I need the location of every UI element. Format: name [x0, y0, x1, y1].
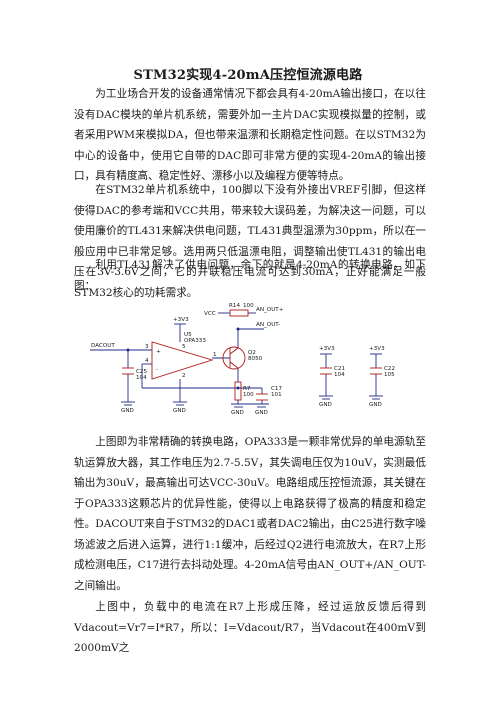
pin2-label: 2	[182, 373, 186, 379]
op-amp-plus-sign: +	[156, 349, 161, 355]
gnd-label: GND	[231, 410, 244, 416]
u5-part: OPA333	[184, 338, 206, 344]
op-amp-supply-label: +3V3	[173, 317, 189, 323]
paragraph-transition: 利用TL431解决了供电问题，余下的就是4-20mA的转换电路，如下图：	[74, 259, 426, 292]
paragraph-formula: 上图中，负载中的电流在R7上形成压降，经过运放反馈后得到Vdacout=Vr7=…	[74, 601, 426, 654]
gnd-label: GND	[319, 402, 332, 408]
c21-value: 104	[334, 372, 345, 378]
u5-ref: U5	[184, 332, 192, 338]
r7-ref: R7	[243, 386, 251, 392]
r14-value: 100	[243, 303, 254, 309]
gnd-label: GND	[255, 410, 268, 416]
circuit-schematic: DACOUT VCC R14 100 AN_OUT+ AN_OUT- +3V3 …	[90, 303, 395, 416]
pin3-label: 3	[145, 344, 149, 350]
paragraph-circuit-explanation: 上图即为非常精确的转换电路，OPA333是一颗非常优异的单电源轨至轨运算放大器，…	[74, 436, 426, 592]
c25-value: 104	[136, 375, 147, 381]
c17-ref: C17	[271, 386, 282, 392]
r14-ref: R14	[229, 303, 240, 309]
pin4-label: 4	[145, 358, 149, 364]
document-title: STM32实现4-20mA压控恒流源电路	[133, 68, 363, 83]
q2-ref: Q2	[248, 350, 256, 356]
c21-supply-label: +3V3	[319, 346, 335, 352]
r7-value: 100	[243, 392, 254, 398]
net-an-out-minus-label: AN_OUT-	[256, 322, 280, 328]
paragraph-vref: 在STM32单片机系统中，100脚以下没有外接出VREF引脚，但这样使得DAC的…	[74, 184, 426, 299]
c17-value: 101	[271, 392, 282, 398]
net-dacout-label: DACOUT	[91, 343, 115, 349]
gnd-label: GND	[369, 402, 382, 408]
gnd-label: GND	[121, 408, 134, 414]
q2-part: 8050	[248, 356, 263, 362]
c22-supply-label: +3V3	[369, 346, 385, 352]
c21-ref: C21	[334, 366, 345, 372]
op-amp-minus-sign: -	[156, 367, 158, 373]
gnd-label: GND	[173, 408, 186, 414]
net-vcc-label: VCC	[204, 311, 216, 317]
net-an-out-plus-label: AN_OUT+	[256, 307, 284, 313]
pin5-label: 5	[182, 344, 186, 350]
c22-value: 105	[384, 372, 395, 378]
paragraph-intro: 为工业场合开发的设备通常情况下都会具有4-20mA输出接口，在以往没有DAC模块…	[74, 88, 426, 182]
c25-ref: C25	[136, 369, 147, 375]
pin1-label: 1	[213, 352, 217, 358]
c22-ref: C22	[384, 366, 395, 372]
